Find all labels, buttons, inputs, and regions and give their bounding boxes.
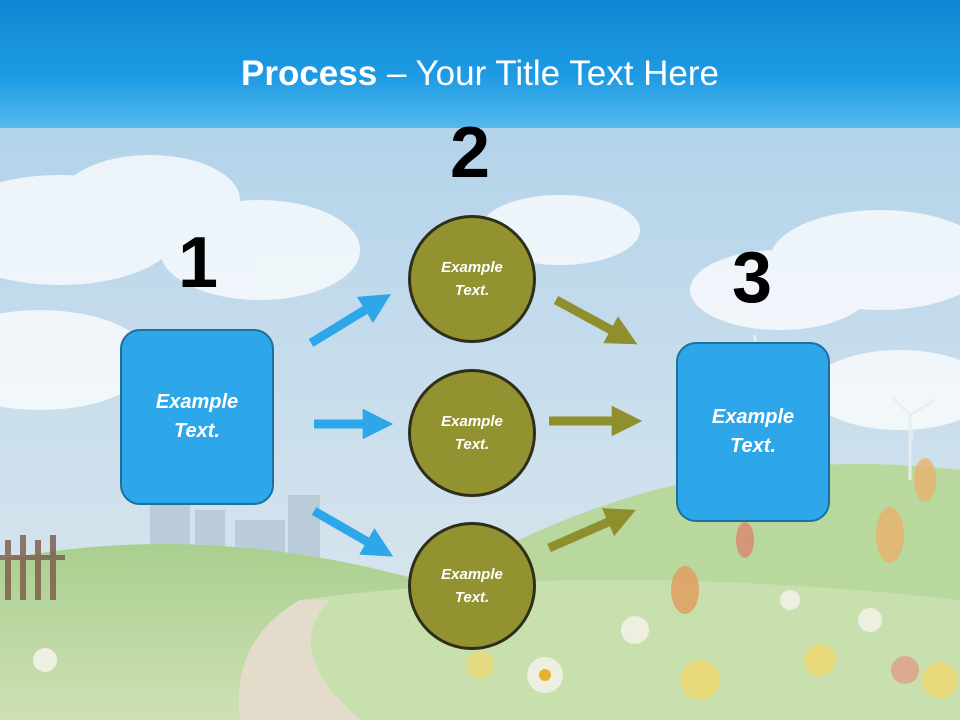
step-number-2: 2	[450, 113, 491, 193]
slide-title: Process – Your Title Text Here	[0, 52, 960, 96]
title-rest: – Your Title Text Here	[377, 54, 719, 93]
process-circle-middle-text: Example Text.	[441, 413, 503, 453]
process-box-left: Example Text.	[120, 329, 274, 505]
process-circle-bottom-text: Example Text.	[441, 566, 503, 606]
process-box-left-text: Example Text.	[155, 391, 239, 442]
title-bar	[0, 0, 960, 128]
process-box-right: Example Text.	[676, 342, 830, 522]
process-circle-middle: Example Text.	[408, 369, 536, 497]
process-circle-bottom: Example Text.	[408, 522, 536, 650]
step-number-3: 3	[732, 238, 773, 318]
process-circle-top-text: Example Text.	[441, 259, 503, 299]
title-bold: Process	[241, 54, 378, 93]
step-number-1: 1	[178, 223, 219, 303]
process-circle-top: Example Text.	[408, 215, 536, 343]
process-box-right-text: Example Text.	[711, 406, 795, 457]
